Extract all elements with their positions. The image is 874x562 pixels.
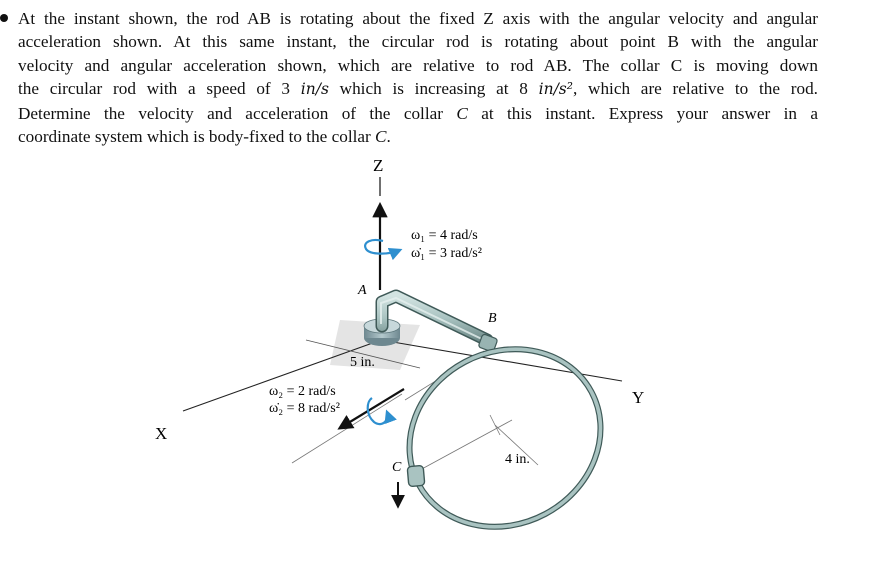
joint-b [478,333,498,353]
omega2-label: ω₂ = 2 rad/s [269,384,336,399]
problem-line-5: Determine the velocity and acceleration … [18,102,818,125]
dim-5in-line [305,339,421,369]
problem-line-4-part-c: , which are relative to the rod. [572,79,818,99]
omega2-spin-arrow [366,397,397,426]
omega1-label: ω₁ = 4 rad/s [411,228,478,243]
label-a: A [357,283,367,298]
ring-radius-line [494,424,539,466]
label-b: B [488,311,497,326]
label-x: X [155,424,167,443]
label-z: Z [373,156,383,175]
bullet-marker [0,14,8,22]
rod-ab-highlight [380,297,487,342]
problem-line-5-part-b: at this instant. Express your answer in … [467,103,818,123]
dim-5in-label: 5 in. [350,355,375,370]
accel-unit: in/s² [538,80,573,99]
problem-line-6-part-b: . [386,127,391,147]
omega1-dot-label: ω̇₁ = 3 rad/s² [411,246,482,261]
problem-statement: At the instant shown, the rod AB is rota… [18,7,818,148]
collar-c-ref-2: C [375,127,387,147]
x-axis-line [182,339,382,412]
omega2-dot-label: ω̇₂ = 8 rad/s² [269,401,340,416]
collar-c-ref: C [456,103,468,123]
label-c: C [392,460,402,475]
speed-unit: in/s [300,80,329,99]
problem-line-5-part-a: Determine the velocity and acceleration … [18,103,457,123]
problem-line-3: velocity and angular acceleration shown,… [18,55,818,75]
y-axis-line [380,339,623,382]
collar-c [406,464,426,488]
problem-line-4-part-a: the circular rod with a speed of 3 [18,79,301,99]
omega2-axis-arrow [337,388,405,430]
problem-line-2: acceleration shown. At this same instant… [18,32,818,52]
problem-line-6-part-a: coordinate system which is body-fixed to… [18,127,376,147]
problem-line-4: the circular rod with a speed of 3 in/s … [18,77,818,101]
circular-rod-outer [406,346,604,530]
label-y: Y [632,388,644,407]
problem-line-4-part-b: which is increasing at 8 [328,79,539,99]
problem-line-6: coordinate system which is body-fixed to… [18,125,818,148]
problem-line-1: At the instant shown, the rod AB is rota… [18,9,818,28]
omega1-spin-arrow [364,238,403,261]
dim-4in-label: 4 in. [505,452,530,467]
